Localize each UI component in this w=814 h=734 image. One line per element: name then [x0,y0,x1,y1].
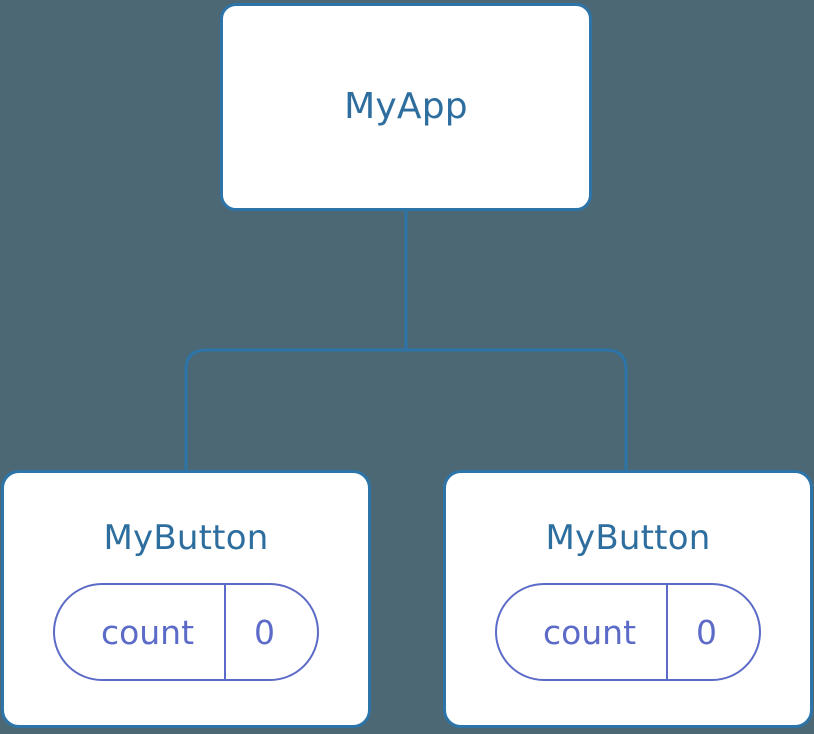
state-pill-count-1[interactable]: count 0 [494,583,762,681]
tree-node-mybutton-1[interactable]: MyButton count 0 [443,470,813,728]
node-title-mybutton-1: MyButton [545,518,711,558]
state-pill-value-1: 0 [696,612,718,652]
state-pill-key-0: count [100,612,195,652]
node-title-mybutton-0: MyButton [103,518,269,558]
node-title-myapp: MyApp [344,86,468,127]
state-pill-value-0: 0 [254,612,276,652]
state-pill-key-1: count [542,612,637,652]
tree-node-root[interactable]: MyApp [220,3,592,211]
state-pill-count-0[interactable]: count 0 [52,583,320,681]
connector-to-child-1 [406,348,628,471]
state-pill-divider-0 [224,585,227,679]
tree-node-mybutton-0[interactable]: MyButton count 0 [1,470,371,728]
connector-to-child-0 [184,348,406,471]
state-pill-divider-1 [666,585,669,679]
